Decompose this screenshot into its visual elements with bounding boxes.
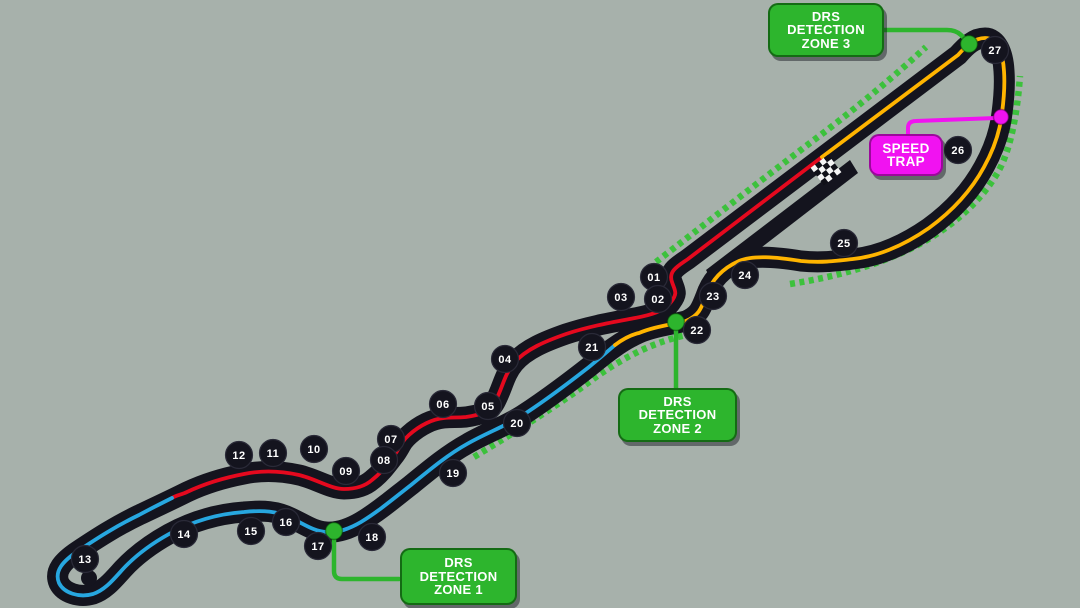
corner-marker-05: 05 xyxy=(473,391,503,421)
svg-text:01: 01 xyxy=(647,272,660,284)
callout-line: TRAP xyxy=(887,154,925,169)
track-road xyxy=(47,27,1015,606)
callout-line: DETECTION xyxy=(787,22,865,38)
svg-text:10: 10 xyxy=(307,444,320,456)
callout-line: ZONE 3 xyxy=(801,35,851,51)
svg-text:27: 27 xyxy=(988,45,1001,57)
callout-line: ZONE 2 xyxy=(653,420,702,436)
corner-markers: 01 02 03 04 05 06 07 08 09 10 11 12 13 14 15 16 17 18 19 20… xyxy=(70,35,1010,574)
svg-text:21: 21 xyxy=(585,342,598,354)
svg-text:06: 06 xyxy=(436,399,449,411)
corner-marker-26: 26 xyxy=(943,135,973,165)
corner-marker-18: 18 xyxy=(357,522,387,552)
corner-marker-02: 02 xyxy=(643,284,673,314)
corner-marker-27: 27 xyxy=(980,35,1010,65)
svg-text:16: 16 xyxy=(279,517,292,529)
svg-text:07: 07 xyxy=(384,434,397,446)
corner-marker-23: 23 xyxy=(698,281,728,311)
svg-text:23: 23 xyxy=(706,291,719,303)
svg-text:09: 09 xyxy=(339,466,352,478)
svg-text:24: 24 xyxy=(738,270,752,282)
svg-text:03: 03 xyxy=(614,292,627,304)
callout-line: SPEED xyxy=(882,140,930,156)
corner-marker-04: 04 xyxy=(490,344,520,374)
corner-marker-13: 13 xyxy=(70,544,100,574)
svg-text:13: 13 xyxy=(78,554,91,566)
svg-text:04: 04 xyxy=(498,354,512,366)
svg-text:25: 25 xyxy=(837,238,850,250)
corner-marker-14: 14 xyxy=(169,519,199,549)
corner-marker-25: 25 xyxy=(829,228,859,258)
svg-text:14: 14 xyxy=(177,529,191,541)
drs-activation-zone-2-dashes xyxy=(789,75,1024,288)
svg-text:02: 02 xyxy=(651,294,664,306)
svg-text:05: 05 xyxy=(481,401,494,413)
svg-text:26: 26 xyxy=(951,145,964,157)
drs-detection-zone-2-label: DRS DETECTION ZONE 2 xyxy=(618,388,737,442)
corner-marker-22: 22 xyxy=(682,315,712,345)
corner-marker-08: 08 xyxy=(369,445,399,475)
corner-marker-20: 20 xyxy=(502,408,532,438)
drs-detection-point-3 xyxy=(959,34,979,54)
corner-marker-10: 10 xyxy=(299,434,329,464)
start-finish-flag-icon xyxy=(810,154,842,186)
svg-text:20: 20 xyxy=(510,418,523,430)
svg-text:18: 18 xyxy=(365,532,378,544)
svg-text:22: 22 xyxy=(690,325,703,337)
callout-line: DRS xyxy=(663,393,692,409)
svg-text:11: 11 xyxy=(267,448,280,460)
drs-detection-point-2 xyxy=(666,312,686,332)
drs-detection-zone-1-label: DRS DETECTION ZONE 1 xyxy=(400,548,517,605)
corner-marker-03: 03 xyxy=(606,282,636,312)
callout-line: ZONE 1 xyxy=(434,582,483,598)
corner-marker-19: 19 xyxy=(438,458,468,488)
drs-detection-zone-3-label: DRS DETECTION ZONE 3 xyxy=(768,3,884,57)
corner-marker-15: 15 xyxy=(236,516,266,546)
callout-line: DETECTION xyxy=(419,568,498,584)
speed-trap-label: SPEED TRAP xyxy=(869,134,943,176)
drs-zone-3-connector xyxy=(881,27,971,45)
drs-zone-1-connector xyxy=(331,531,402,582)
speed-trap-point xyxy=(992,108,1010,126)
corner-marker-17: 17 xyxy=(303,531,333,561)
callout-line: DETECTION xyxy=(638,407,717,423)
drs-activation-zone-1-dashes xyxy=(472,331,687,460)
svg-text:15: 15 xyxy=(244,526,257,538)
svg-text:12: 12 xyxy=(232,450,245,462)
corner-marker-06: 06 xyxy=(428,389,458,419)
corner-marker-11: 11 xyxy=(258,438,288,468)
racing-line-sector-3 xyxy=(613,36,1007,347)
drs-activation-zone-3-dashes xyxy=(654,44,929,265)
corner-marker-09: 09 xyxy=(331,456,361,486)
speed-trap-connector xyxy=(906,116,998,137)
svg-text:19: 19 xyxy=(446,468,459,480)
corner-marker-24: 24 xyxy=(730,260,760,290)
corner-marker-01: 01 xyxy=(639,262,669,292)
callout-line: DRS xyxy=(811,8,841,24)
corner-marker-21: 21 xyxy=(577,332,607,362)
svg-text:08: 08 xyxy=(377,455,390,467)
hairpin-infield xyxy=(81,570,97,586)
corner-marker-16: 16 xyxy=(271,507,301,537)
callout-line: DRS xyxy=(444,555,473,571)
drs-detection-point-1 xyxy=(324,521,344,541)
svg-text:17: 17 xyxy=(311,541,324,553)
corner-marker-12: 12 xyxy=(224,440,254,470)
corner-marker-07: 07 xyxy=(376,424,406,454)
